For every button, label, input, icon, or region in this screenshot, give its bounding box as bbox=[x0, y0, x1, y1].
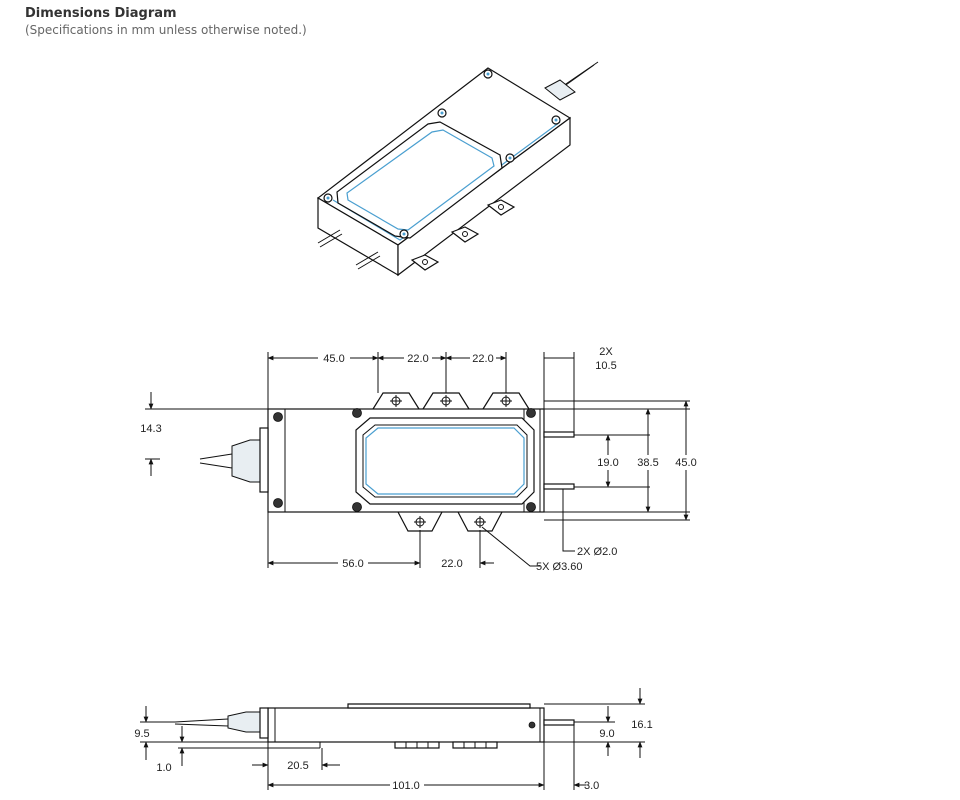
dim-2x: 2X bbox=[599, 346, 613, 358]
dim-9-0: 9.0 bbox=[599, 728, 614, 740]
iso-window bbox=[336, 121, 503, 239]
iso-mounting-tabs bbox=[410, 199, 516, 271]
dim-3-0: 3.0 bbox=[584, 780, 599, 792]
side-tabs bbox=[394, 741, 498, 749]
iso-fiber-boot bbox=[544, 79, 576, 101]
side-dimensions bbox=[140, 688, 645, 790]
dim-101: 101.0 bbox=[392, 780, 420, 792]
top-view: 45.0 22.0 22.0 2X 10.5 14.3 19.0 38.5 45… bbox=[140, 346, 696, 573]
dim-20-5: 20.5 bbox=[287, 760, 308, 772]
dim-22a: 22.0 bbox=[407, 353, 428, 365]
dim-pin-dia: 2X Ø2.0 bbox=[577, 546, 617, 558]
dim-14-3: 14.3 bbox=[140, 423, 161, 435]
dim-16-1: 16.1 bbox=[631, 719, 652, 731]
isometric-view bbox=[316, 61, 599, 277]
dim-45: 45.0 bbox=[323, 353, 344, 365]
dim-9-5: 9.5 bbox=[134, 728, 149, 740]
diagram-subtitle: (Specifications in mm unless otherwise n… bbox=[25, 23, 307, 37]
dim-hole-dia: 5X Ø3.60 bbox=[536, 561, 582, 573]
dim-19: 19.0 bbox=[597, 457, 618, 469]
diagram-header: Dimensions Diagram (Specifications in mm… bbox=[25, 5, 307, 38]
side-body bbox=[267, 707, 545, 743]
dim-22b: 22.0 bbox=[472, 353, 493, 365]
diagram-title: Dimensions Diagram bbox=[25, 6, 177, 21]
side-fiber-boot bbox=[227, 711, 263, 733]
top-dimension-labels: 45.0 22.0 22.0 2X 10.5 14.3 19.0 38.5 45… bbox=[140, 346, 696, 573]
dim-22-tab: 22.0 bbox=[441, 558, 462, 570]
side-pin bbox=[543, 719, 575, 726]
top-screws bbox=[273, 408, 536, 512]
side-dimension-labels: 9.5 1.0 20.5 101.0 3.0 9.0 16.1 bbox=[134, 719, 652, 792]
top-window bbox=[355, 417, 535, 505]
iso-screws bbox=[323, 69, 561, 239]
top-pins bbox=[543, 431, 575, 490]
top-fiber-boot bbox=[231, 439, 263, 483]
iso-pins bbox=[317, 229, 381, 270]
dim-10-5: 10.5 bbox=[595, 360, 616, 372]
side-view: 9.5 1.0 20.5 101.0 3.0 9.0 16.1 bbox=[134, 688, 653, 792]
dim-56: 56.0 bbox=[342, 558, 363, 570]
dim-1-0: 1.0 bbox=[156, 762, 171, 774]
dim-38-5: 38.5 bbox=[637, 457, 658, 469]
dim-45-height: 45.0 bbox=[675, 457, 696, 469]
top-dimensions bbox=[145, 352, 690, 568]
